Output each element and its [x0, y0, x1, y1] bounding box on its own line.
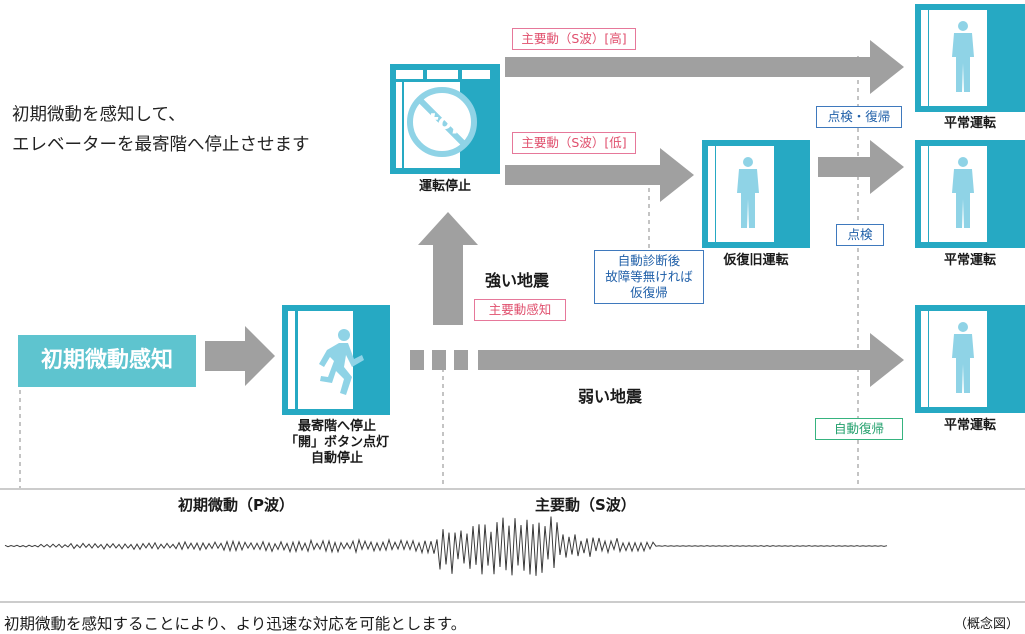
concept-note: （概念図） [953, 617, 1019, 632]
elevator-standing-person-icon [915, 305, 1025, 413]
arrow-to-normal-middle [818, 140, 904, 194]
arrow-to-stop-at-floor [205, 326, 275, 386]
tag-line: 自動診断後 [617, 253, 681, 268]
seismograph-wave [4, 516, 888, 576]
caption-line: 自動停止 [310, 451, 363, 466]
arrow-weak-quake [478, 333, 904, 387]
tag-s-wave-high: 主要動（S波）[高] [512, 28, 636, 50]
elevator-standing-person-icon [915, 140, 1025, 248]
caption-line: 「開」ボタン点灯 [284, 435, 389, 450]
p-wave-label: 初期微動（P波） [178, 496, 294, 514]
intro-text: 初期微動を感知して、 エレベーターを最寄階へ停止させます [12, 100, 310, 160]
tag-inspect-restore: 点検・復帰 [816, 106, 902, 128]
elevator-stop-icon [390, 64, 500, 174]
caption-line: 最寄階へ停止 [297, 419, 376, 434]
elevator-running-person-icon [282, 305, 390, 415]
tag-inspect: 点検 [836, 224, 884, 246]
arrow-s-wave-low [505, 148, 694, 202]
elevator-standing-person-icon [702, 140, 810, 248]
elevator-standing-person-icon [915, 4, 1025, 112]
guide-lines [19, 56, 859, 488]
flow-arrows [205, 40, 904, 387]
intro-line-2: エレベーターを最寄階へ停止させます [12, 135, 310, 155]
stop-icon-text: stop [414, 110, 469, 135]
tag-auto-diagnosis: 自動診断後 故障等無ければ 仮復帰 [594, 250, 704, 304]
tag-s-wave-low: 主要動（S波）[低] [512, 132, 636, 154]
detection-badge: 初期微動感知 [18, 335, 196, 387]
arrow-strong-quake [418, 212, 478, 325]
arrow-dash-3 [454, 350, 468, 370]
arrow-s-wave-high [505, 40, 904, 94]
arrow-dash-1 [410, 350, 424, 370]
caption-normal-middle: 平常運転 [943, 253, 996, 268]
tag-auto-restore: 自動復帰 [815, 418, 903, 440]
arrow-dash-2 [432, 350, 446, 370]
s-wave-label: 主要動（S波） [535, 496, 636, 514]
strong-quake-label: 強い地震 [485, 271, 550, 290]
caption-stop-at-floor: 最寄階へ停止 「開」ボタン点灯 自動停止 [282, 419, 392, 467]
intro-line-1: 初期微動を感知して、 [12, 105, 186, 125]
footer-text: 初期微動を感知することにより、より迅速な対応を可能とします。 [4, 615, 467, 633]
weak-quake-label: 弱い地震 [578, 387, 643, 406]
caption-temp-restore: 仮復旧運転 [723, 253, 789, 268]
tag-line: 仮復帰 [630, 285, 668, 300]
caption-normal-bottom: 平常運転 [943, 418, 996, 433]
caption-halt: 運転停止 [418, 179, 471, 194]
caption-normal-top: 平常運転 [943, 116, 996, 131]
tag-main-motion-detected: 主要動感知 [474, 299, 566, 321]
tag-line: 故障等無ければ [605, 269, 693, 284]
